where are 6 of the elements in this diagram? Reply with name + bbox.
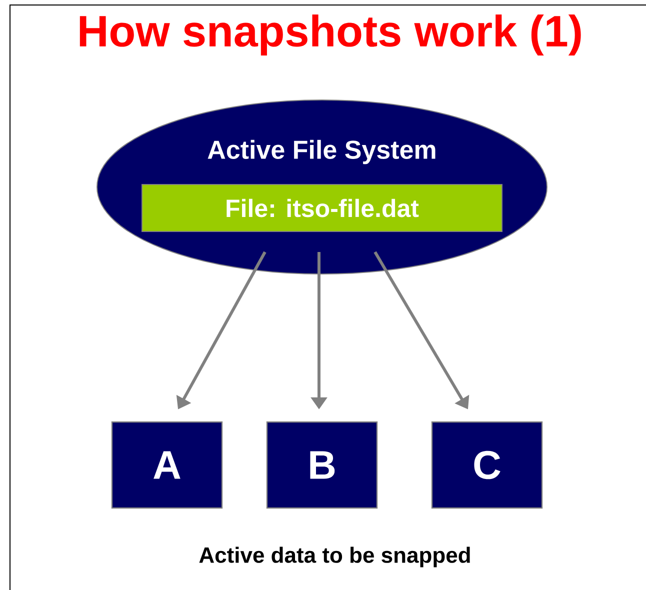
caption: Active data to be snapped [199, 546, 470, 568]
data-block: B [266, 421, 378, 509]
data-block: A [111, 421, 223, 509]
file-box: File: itso-file.dat [142, 184, 502, 232]
data-block: C [431, 421, 543, 509]
title: How snapshots work (1) [80, 14, 581, 56]
